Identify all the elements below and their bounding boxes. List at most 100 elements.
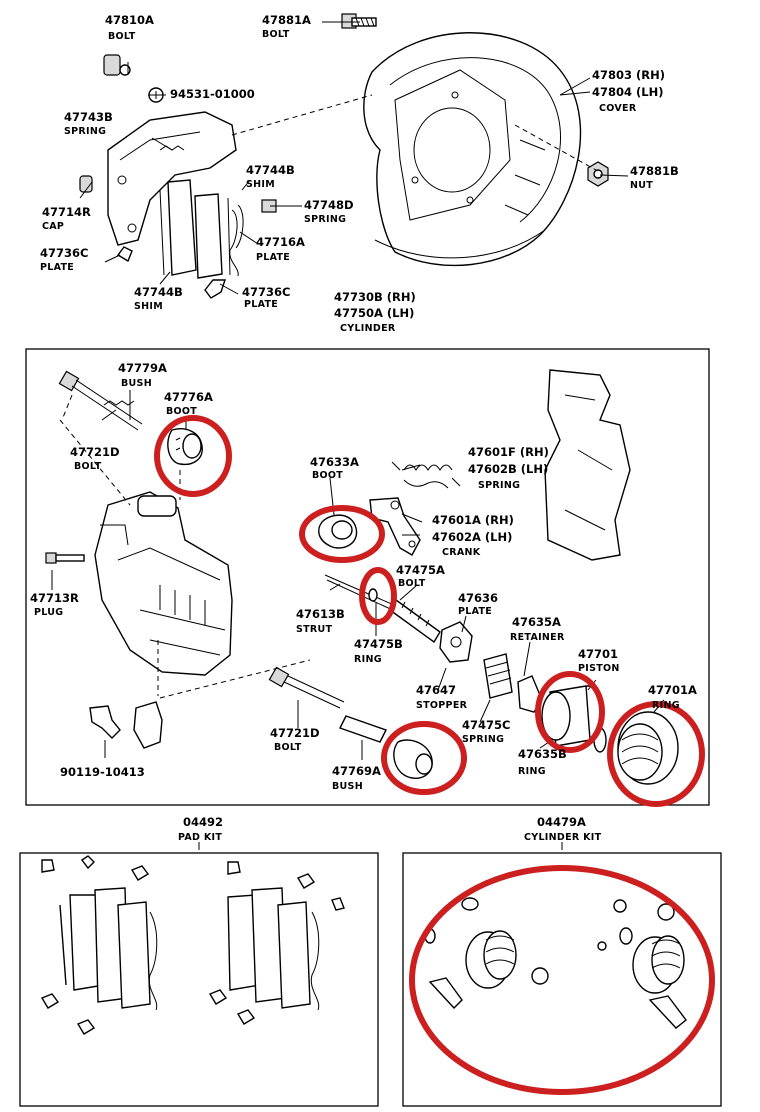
cap-47714r <box>79 175 93 193</box>
label-47475b-num: 47475B <box>354 637 403 651</box>
ring-47475b <box>368 588 378 602</box>
label-47475c-num: 47475C <box>462 718 510 732</box>
adjusting-bolt-47475a <box>389 598 441 644</box>
label-47714r-name: CAP <box>42 221 64 232</box>
label-47803-num: 47803 (RH) <box>592 68 665 82</box>
label-47769a-name: BUSH <box>332 781 363 792</box>
label-90119-num: 90119-10413 <box>60 765 145 779</box>
label-47744b-top-num: 47744B <box>246 163 295 177</box>
label-47475c-name: SPRING <box>462 734 504 745</box>
label-47810a-num: 47810A <box>105 13 154 27</box>
plate-47736c-right <box>204 279 226 299</box>
label-47779a-num: 47779A <box>118 361 167 375</box>
label-47730b-num: 47730B (RH) <box>334 290 416 304</box>
label-47881a-num: 47881A <box>262 13 311 27</box>
label-47713r-num: 47713R <box>30 591 79 605</box>
label-47810a-name: BOLT <box>108 31 136 42</box>
pad-support-plate-47716a <box>229 204 244 277</box>
piston-47701 <box>541 685 605 747</box>
slide-bolt-47721d-top <box>58 370 143 431</box>
label-47701-num: 47701 <box>578 647 618 661</box>
label-47716a-name: PLATE <box>256 252 290 263</box>
cylinder-kit-contents <box>424 897 687 1029</box>
label-cylinder-name: CYLINDER <box>340 323 396 334</box>
label-47769a-num: 47769A <box>332 764 381 778</box>
label-47750a-num: 47750A (LH) <box>334 306 414 320</box>
bush-47779a <box>103 400 135 406</box>
label-47475a-name: BOLT <box>398 578 426 589</box>
label-47633a-num: 47633A <box>310 455 359 469</box>
label-47701-name: PISTON <box>578 663 620 674</box>
label-47633a-name: BOOT <box>312 470 343 481</box>
caliper-cylinder-body <box>94 491 233 676</box>
label-47736c-right-num: 47736C <box>242 285 290 299</box>
label-47701a-name: RING <box>652 700 680 711</box>
support-bracket <box>107 111 237 246</box>
piston-seal-47701a <box>617 711 679 785</box>
label-47601a-name: CRANK <box>442 547 481 558</box>
dust-cover <box>363 32 582 267</box>
label-47647-name: STOPPER <box>416 700 468 711</box>
label-47779a-name: BUSH <box>121 378 152 389</box>
label-04479a-num: 04479A <box>537 815 586 829</box>
label-94531-num: 94531-01000 <box>170 87 255 101</box>
label-47743b-name: SPRING <box>64 126 106 137</box>
label-47701a-num: 47701A <box>648 683 697 697</box>
highlight-piston-47701 <box>535 671 605 753</box>
plate-47636 <box>439 621 473 663</box>
highlight-marks <box>154 415 715 1095</box>
cylinder-group-frame <box>25 348 710 806</box>
label-04492-name: PAD KIT <box>178 832 222 843</box>
label-47635b-num: 47635B <box>518 747 567 761</box>
label-47602b-num: 47602B (LH) <box>468 462 548 476</box>
label-47601f-num: 47601F (RH) <box>468 445 549 459</box>
crank-boot-47633a <box>318 514 358 549</box>
label-47881b-num: 47881B <box>630 164 679 178</box>
bolt-90119-10413 <box>89 701 163 749</box>
label-47613b-name: STRUT <box>296 624 333 635</box>
highlight-cylinder-kit <box>409 865 715 1095</box>
label-04479a-name: CYLINDER KIT <box>524 832 602 843</box>
pad-kit-contents <box>40 855 345 1035</box>
label-47721d-top-name: BOLT <box>74 461 102 472</box>
label-47636-num: 47636 <box>458 591 498 605</box>
label-47636-name: PLATE <box>458 606 492 617</box>
label-47713r-name: PLUG <box>34 607 63 618</box>
leader-lines-top <box>79 21 629 295</box>
label-47881b-name: NUT <box>630 180 653 191</box>
label-47602a-num: 47602A (LH) <box>432 530 512 544</box>
label-cover-name: COVER <box>599 103 637 114</box>
label-47613b-num: 47613B <box>296 607 345 621</box>
label-47601a-num: 47601A (RH) <box>432 513 514 527</box>
brake-pads-top <box>159 179 231 279</box>
label-47475b-name: RING <box>354 654 382 665</box>
label-47744b-top-name: SHIM <box>246 179 275 190</box>
highlight-seal-47701a <box>607 701 705 807</box>
label-47721d-top-num: 47721D <box>70 445 120 459</box>
bleeder-plug-47713r <box>45 552 85 564</box>
label-47744b-bot-num: 47744B <box>134 285 183 299</box>
label-47635b-name: RING <box>518 766 546 777</box>
nut-47881b <box>587 161 609 187</box>
label-47635a-name: RETAINER <box>510 632 565 643</box>
label-47601f-name: SPRING <box>478 480 520 491</box>
label-47716a-num: 47716A <box>256 235 305 249</box>
label-47748d-name: SPRING <box>304 214 346 225</box>
cylinder-kit-frame <box>402 852 722 1107</box>
label-47736c-left-num: 47736C <box>40 246 88 260</box>
highlight-boot-47776a <box>154 415 232 497</box>
highlight-bush-47769a <box>381 721 467 795</box>
slide-bolt-47721d-bottom <box>268 666 345 709</box>
label-47748d-num: 47748D <box>304 198 354 212</box>
label-47736c-right-name: PLATE <box>244 299 278 310</box>
label-47881a-name: BOLT <box>262 29 290 40</box>
label-47804-num: 47804 (LH) <box>592 85 663 99</box>
spring-47601f <box>391 461 461 489</box>
label-47721d-bot-name: BOLT <box>274 742 302 753</box>
bolt-47881a <box>341 13 377 29</box>
label-47475a-num: 47475A <box>396 563 445 577</box>
caliper-mounting-frame <box>544 369 631 561</box>
bush-47769a <box>339 715 433 779</box>
label-47736c-left-name: PLATE <box>40 262 74 273</box>
